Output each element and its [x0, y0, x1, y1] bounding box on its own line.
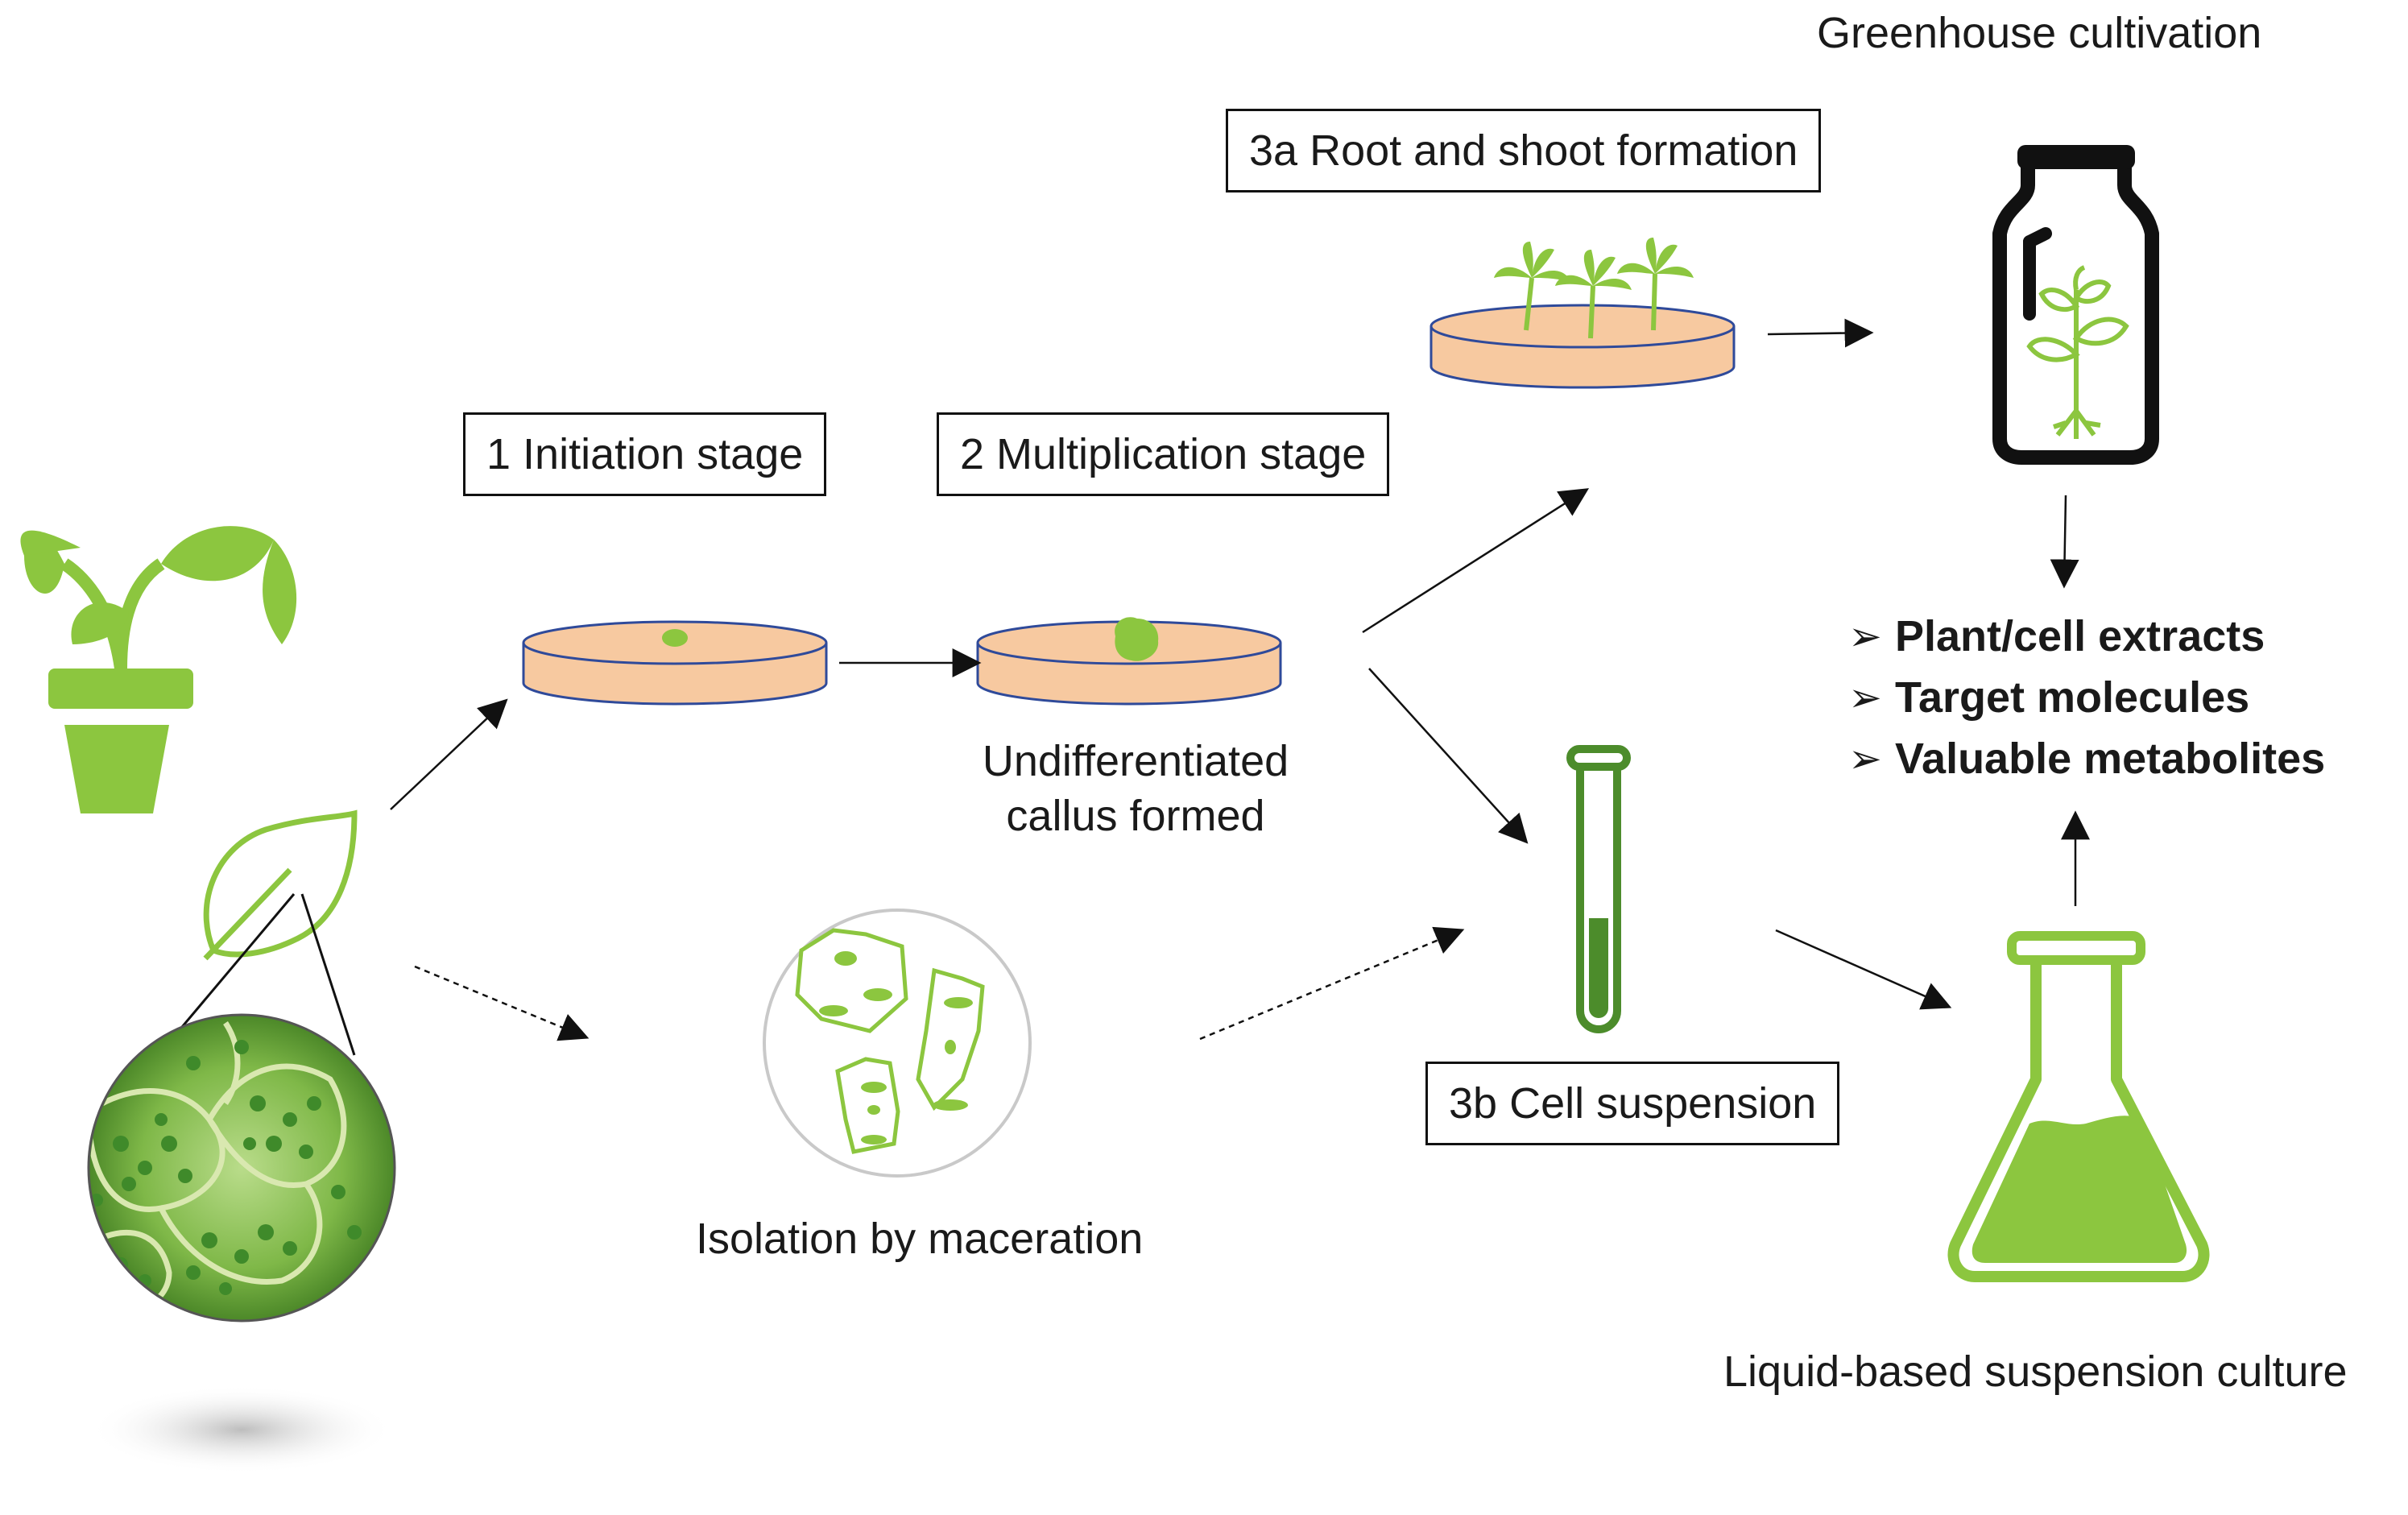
initiation-box: 1 Initiation stage — [463, 412, 827, 496]
callus-label-line2: callus formed — [1006, 791, 1265, 840]
multiplication-box: 2 Multiplication stage — [937, 412, 1390, 496]
cell-suspension-box: 3b Cell suspension — [1425, 1062, 1840, 1145]
greenhouse-label: Greenhouse cultivation — [1817, 9, 2262, 57]
results-list: ➢ Plant/cell extracts ➢ Target molecules ➢… — [1848, 606, 2325, 789]
potted-plant-icon — [20, 526, 297, 813]
arrow-jar-to-results — [2050, 495, 2079, 589]
callus-label-line1: Undifferentiated — [982, 737, 1289, 785]
arrowhead-bullet-icon: ➢ — [1848, 614, 1882, 659]
test-tube-icon — [1566, 745, 1631, 1033]
arrow-shoot-to-jar — [1767, 318, 1874, 348]
isolated-cells-icon — [763, 909, 1032, 1178]
petri-dish-initiation-icon — [522, 620, 828, 706]
result-item: ➢ Valuable metabolites — [1848, 728, 2325, 789]
result-text: Plant/cell extracts — [1895, 612, 2265, 660]
jar-with-plant-icon — [1992, 145, 2159, 465]
erlenmeyer-flask-icon — [1947, 931, 2210, 1282]
leaf-icon — [203, 809, 358, 961]
result-text: Target molecules — [1895, 673, 2250, 722]
arrow-callus-to-shoot — [1362, 488, 1590, 634]
arrow-leaf-to-maceration-dotted — [414, 965, 590, 1041]
arrow-leaf-to-initiation — [390, 698, 508, 810]
sprouting-dish-icon — [1429, 238, 1736, 389]
arrow-maceration-to-suspension-dotted — [1199, 926, 1465, 1041]
callus-label: Undifferentiated callus formed — [958, 735, 1313, 843]
arrowhead-bullet-icon: ➢ — [1848, 736, 1882, 781]
result-text: Valuable metabolites — [1895, 735, 2326, 783]
result-item: ➢ Plant/cell extracts — [1848, 606, 2325, 667]
arrows — [390, 318, 2090, 1041]
result-item: ➢ Target molecules — [1848, 667, 2325, 728]
maceration-label: Isolation by maceration — [696, 1215, 1144, 1263]
petri-dish-callus-icon — [976, 617, 1282, 706]
root-shoot-box: 3a Root and shoot formation — [1226, 109, 1822, 192]
arrow-tube-to-flask — [1775, 929, 1952, 1010]
leaf-cells-magnified-icon — [87, 1013, 396, 1323]
arrowhead-bullet-icon: ➢ — [1848, 675, 1882, 720]
liquid-culture-label: Liquid-based suspension culture — [1723, 1347, 2348, 1396]
arrow-callus-to-suspension — [1368, 668, 1529, 844]
